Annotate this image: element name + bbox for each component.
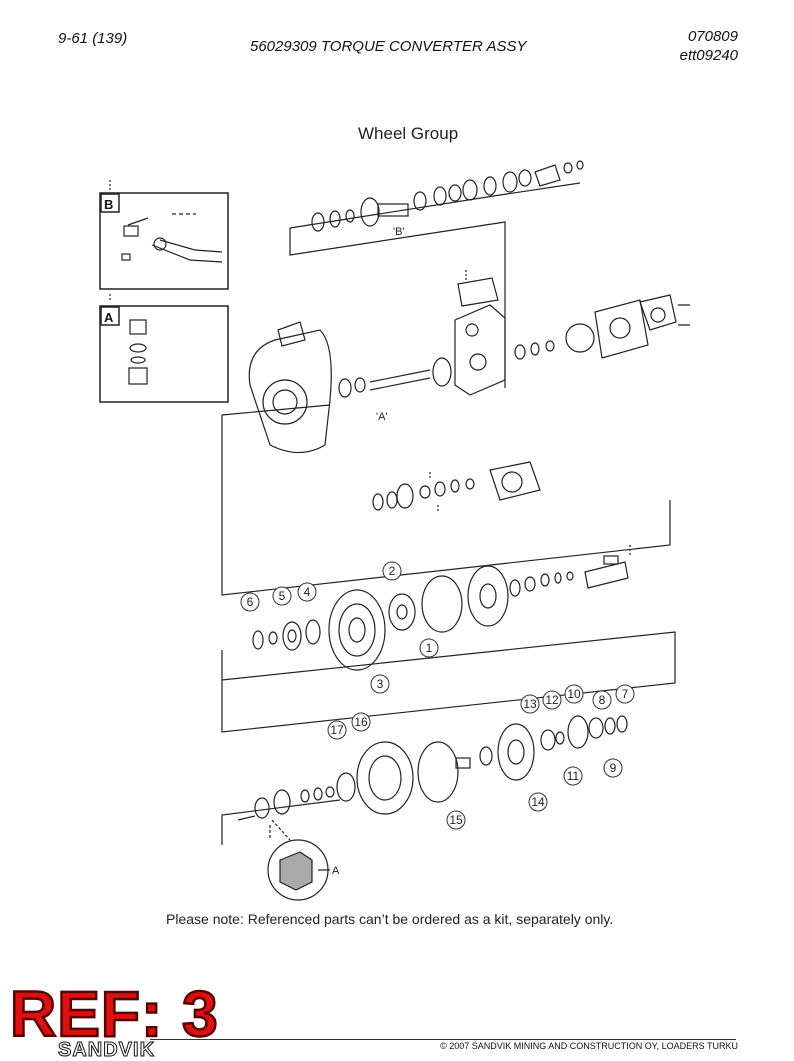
callout-7: 7 [615, 684, 635, 704]
document-title: 56029309 TORQUE CONVERTER ASSY [250, 38, 527, 55]
shaft-assembly-top [289, 160, 584, 388]
callout-11: 11 [563, 766, 583, 786]
callout-10: 10 [564, 684, 584, 704]
detail-box-a [99, 305, 229, 403]
copyright-text: © 2007 SANDVIK MINING AND CONSTRUCTION O… [440, 1041, 738, 1051]
callout-1: 1 [419, 638, 439, 658]
svg-text:5: 5 [279, 589, 286, 603]
callout-3: 3 [370, 674, 390, 694]
svg-text:3: 3 [377, 677, 384, 691]
detail-a-callout-label: A [332, 865, 340, 877]
ref-b-marker: 'B' [393, 226, 405, 238]
gearbox-housing [432, 270, 690, 396]
callout-13: 13 [520, 694, 540, 714]
svg-text:6: 6 [247, 595, 254, 609]
svg-text:1: 1 [426, 641, 433, 655]
svg-text:9: 9 [610, 761, 617, 775]
svg-text:11: 11 [567, 769, 580, 783]
detail-a-magnified [267, 819, 330, 901]
svg-text:8: 8 [599, 693, 606, 707]
svg-text:12: 12 [545, 693, 559, 707]
svg-text:15: 15 [449, 813, 463, 827]
svg-text:14: 14 [531, 795, 545, 809]
svg-text:4: 4 [304, 585, 311, 599]
detail-a-label: A [104, 310, 114, 325]
ref-stamp: REF: 3 [9, 978, 219, 1050]
callout-12: 12 [542, 690, 562, 710]
svg-text:17: 17 [330, 723, 344, 737]
detail-box-b [99, 192, 229, 290]
svg-text:13: 13 [523, 697, 537, 711]
group-title: Wheel Group [358, 124, 459, 143]
footer-divider [150, 1039, 736, 1040]
page-reference: 9-61 (139) [58, 30, 128, 47]
svg-text:16: 16 [354, 715, 368, 729]
callout-14: 14 [528, 792, 548, 812]
callout-16: 16 [351, 712, 371, 732]
converter-parts-row-2 [237, 715, 628, 821]
pump-assembly [372, 461, 541, 512]
callout-15: 15 [446, 810, 466, 830]
callout-6: 6 [240, 592, 260, 612]
ref-a-marker: 'A' [376, 411, 388, 423]
drawing-id: ett09240 [679, 47, 738, 64]
ordering-note: Please note: Referenced parts can’t be o… [166, 911, 614, 927]
date-code: 070809 [687, 28, 738, 45]
callout-8: 8 [592, 690, 612, 710]
callout-5: 5 [272, 586, 292, 606]
svg-text:10: 10 [567, 687, 581, 701]
callout-9: 9 [603, 758, 623, 778]
svg-text:7: 7 [622, 687, 629, 701]
bell-housing [248, 321, 431, 454]
svg-text:2: 2 [389, 564, 396, 578]
callout-17: 17 [327, 720, 347, 740]
detail-b-label: B [104, 197, 113, 212]
brand-logo: SANDVIK [57, 1039, 156, 1061]
callout-4: 4 [297, 582, 317, 602]
callout-2: 2 [382, 561, 402, 581]
converter-parts-row-1 [252, 545, 631, 671]
